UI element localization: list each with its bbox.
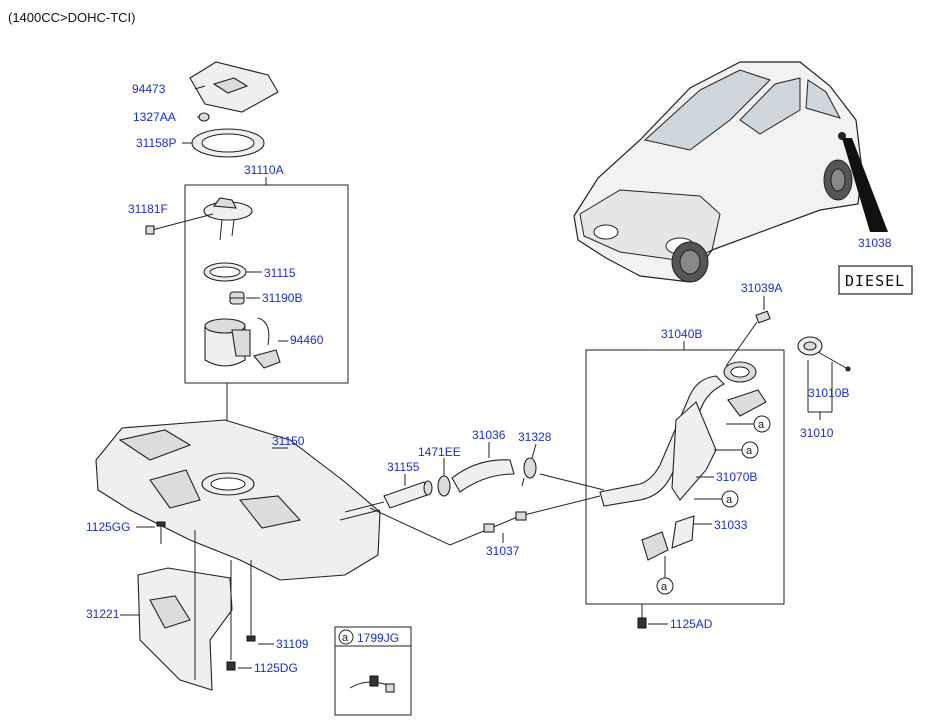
car-illustration [573, 61, 863, 283]
label-31150[interactable]: 31150 [272, 434, 305, 448]
label-1471EE[interactable]: 1471EE [418, 445, 461, 459]
label-31115[interactable]: 31115 [264, 266, 296, 280]
label-31037[interactable]: 31037 [486, 544, 520, 558]
pump-canister [204, 318, 251, 367]
label-31221[interactable]: 31221 [86, 607, 120, 621]
hose-31037 [369, 495, 601, 546]
valve-31039A [755, 310, 771, 324]
label-31158P[interactable]: 31158P [136, 136, 176, 150]
legend-box [334, 626, 412, 716]
label-1125AD[interactable]: 1125AD [670, 617, 713, 631]
connector-31181F [145, 225, 155, 235]
label-1799JG[interactable]: 1799JG [357, 631, 399, 645]
bolt-1125DG [226, 560, 236, 671]
label-31070B[interactable]: 31070B [716, 470, 757, 484]
label-94473[interactable]: 94473 [132, 82, 166, 96]
label-1125DG[interactable]: 1125DG [254, 661, 298, 675]
filler-neck-box [585, 349, 785, 605]
svg-text:a: a [726, 494, 733, 506]
fuel-cap-31010 [797, 336, 851, 372]
label-94460[interactable]: 94460 [290, 333, 324, 347]
callout-a-2: a [714, 441, 759, 459]
label-1125GG[interactable]: 1125GG [86, 520, 130, 534]
fuel-tank [95, 419, 381, 581]
svg-text:a: a [746, 445, 753, 457]
ring-31158P [191, 128, 265, 158]
label-31039A[interactable]: 31039A [741, 281, 782, 295]
label-31040B[interactable]: 31040B [661, 327, 702, 341]
label-1327AA[interactable]: 1327AA [133, 110, 176, 124]
label-31010B[interactable]: 31010B [808, 386, 849, 400]
bolt-31109 [246, 560, 256, 642]
diesel-badge-text: DIESEL [845, 272, 905, 290]
diagram-title: (1400CC>DOHC-TCI) [8, 10, 136, 25]
sender-94460 [253, 317, 281, 369]
pump-flange [203, 197, 253, 241]
bolt-1125AD [637, 604, 647, 629]
cover-plate-94473 [189, 61, 279, 113]
label-31328[interactable]: 31328 [518, 430, 552, 444]
svg-text:a: a [342, 632, 349, 644]
callout-a-4: a [656, 556, 674, 595]
svg-text:a: a [758, 419, 765, 431]
clamp-31328 [521, 457, 537, 487]
pump-assembly-box [184, 184, 349, 384]
callout-a-1: a [726, 415, 771, 433]
clamp-1471EE [437, 475, 451, 497]
filter-31190B [229, 291, 245, 305]
clip-1799JG [349, 675, 395, 693]
label-31010[interactable]: 31010 [800, 426, 834, 440]
hose-31036 [451, 459, 515, 493]
label-31155[interactable]: 31155 [387, 460, 420, 474]
heat-shield-31221 [137, 567, 233, 691]
legend-callout-a: a [338, 629, 354, 645]
label-31038[interactable]: 31038 [858, 236, 892, 250]
label-31033[interactable]: 31033 [714, 518, 748, 532]
pointer-wedge [842, 138, 888, 232]
label-31036[interactable]: 31036 [472, 428, 506, 442]
filler-neck [599, 361, 767, 561]
bolt-1125GG [156, 521, 166, 544]
nut-1327AA [198, 112, 210, 122]
svg-text:a: a [661, 581, 668, 593]
pipe-31155 [383, 480, 433, 509]
callout-a-3: a [694, 490, 739, 508]
diesel-badge [838, 265, 913, 295]
label-31190B[interactable]: 31190B [262, 291, 302, 305]
label-31109[interactable]: 31109 [276, 637, 309, 651]
label-31110A[interactable]: 31110A [244, 163, 284, 177]
label-31181F[interactable]: 31181F [128, 202, 168, 216]
